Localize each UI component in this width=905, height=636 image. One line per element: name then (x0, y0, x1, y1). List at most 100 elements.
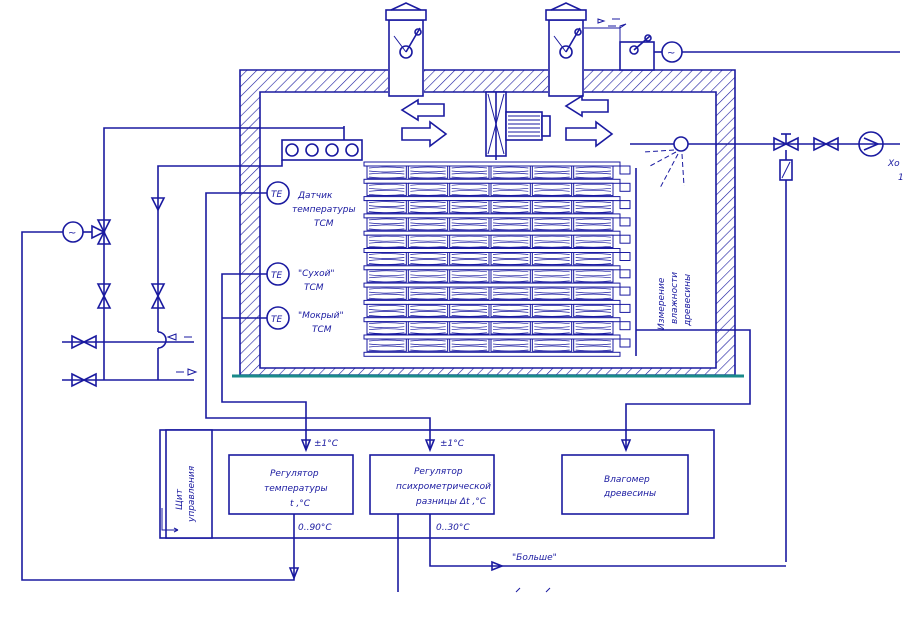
wood-grain (534, 276, 570, 279)
wood-grain (410, 326, 446, 329)
roof-vent-right (545, 2, 587, 97)
wood-grain (368, 205, 405, 207)
wood-grain (451, 345, 488, 348)
wood-grain (368, 297, 405, 300)
wood-grain (492, 276, 529, 279)
wood-grain (410, 259, 446, 261)
wood-grain (534, 172, 570, 175)
wood-grain (534, 245, 570, 248)
wood-grain (534, 259, 570, 261)
wood-grain (368, 166, 405, 169)
wood-grain (575, 263, 612, 265)
wood-grain (451, 201, 488, 203)
wood-grain (575, 166, 612, 169)
wood-grain (492, 332, 529, 335)
moisture-line3: древесины (683, 274, 693, 327)
roof-vent-left (385, 2, 427, 97)
wood-grain (575, 287, 612, 290)
wood-grain (534, 297, 570, 300)
wood-grain (534, 293, 570, 296)
wood-grain (575, 176, 612, 179)
wood-grain (575, 291, 612, 294)
wood-grain (534, 345, 570, 348)
wood-grain (410, 187, 446, 190)
t-sensor-line3: ТСМ (314, 219, 334, 229)
wood-grain (492, 270, 529, 273)
wood-grain (410, 311, 446, 313)
wood-grain (368, 263, 405, 265)
wood-grain (368, 245, 405, 248)
bolshe-label: "Больше" (512, 553, 557, 563)
airflow-arrows (400, 94, 614, 148)
wood-grain (534, 193, 570, 196)
wood-grain (451, 349, 488, 352)
wood-grain (575, 245, 612, 248)
wood-grain (492, 291, 529, 294)
wet-sensor-line1: "Мокрый" (298, 311, 344, 321)
wood-grain (534, 235, 570, 238)
wood-grain (534, 222, 570, 225)
wood-grain (534, 207, 570, 209)
wood-grain (575, 211, 612, 213)
wood-grain (410, 228, 446, 231)
wood-grain (451, 170, 488, 173)
wood-grain (575, 239, 612, 242)
wood-grain (451, 339, 488, 342)
wood-grain (410, 207, 446, 209)
wood-grain (451, 228, 488, 231)
wood-grain (534, 218, 570, 221)
wood-grain (451, 183, 488, 186)
wood-grain (534, 263, 570, 265)
sensor-wet: TE "Мокрый" ТСМ (222, 306, 344, 335)
wood-grain (368, 291, 405, 294)
wood-grain (368, 207, 405, 209)
wood-grain (534, 228, 570, 231)
wood-stack (363, 161, 637, 357)
wood-grain (492, 343, 529, 346)
wood-grain (368, 322, 405, 325)
moisture-probe (619, 286, 631, 296)
wood-grain (575, 315, 612, 317)
wood-grain (410, 297, 446, 300)
wood-grain (451, 291, 488, 294)
control-panel-line2: управления (187, 465, 197, 523)
spray-nozzle (630, 136, 900, 189)
wood-grain (410, 332, 446, 335)
wood-grain (368, 339, 405, 342)
wood-grain (451, 309, 488, 311)
wood-grain (575, 257, 612, 259)
wood-grain (534, 211, 570, 213)
wood-grain (451, 332, 488, 335)
wood-grain (534, 170, 570, 173)
psy-reg-line1: Регулятор (414, 467, 463, 477)
wood-grain (368, 293, 405, 296)
wood-grain (534, 274, 570, 277)
sensor-dry: TE "Сухой" ТСМ (221, 262, 335, 453)
wood-grain (368, 239, 405, 242)
wood-grain (492, 207, 529, 209)
wood-grain (368, 349, 405, 352)
wood-grain (575, 183, 612, 186)
wood-grain (575, 253, 612, 255)
moisture-meter: Влагомер древесины (561, 454, 689, 515)
stack-spacer (363, 178, 621, 184)
wood-grain (492, 339, 529, 342)
stack-spacer (363, 265, 621, 271)
wood-grain (451, 239, 488, 242)
dry-sensor-line1: "Сухой" (298, 269, 335, 279)
stack-spacer (363, 282, 621, 288)
sensor-temperature: TE Датчик температуры ТСМ (205, 181, 436, 453)
wood-grain (368, 170, 405, 173)
wood-grain (410, 322, 446, 325)
wood-grain (492, 193, 529, 196)
wood-grain (492, 228, 529, 231)
stack-spacer (363, 161, 621, 167)
wood-grain (575, 172, 612, 175)
meter-line1: Влагомер (604, 475, 650, 485)
psy-reg-line2: психрометрической (396, 482, 491, 492)
wood-grain (534, 239, 570, 242)
wood-grain (451, 207, 488, 209)
wood-grain (368, 218, 405, 221)
t-sensor-line1: Датчик (297, 191, 333, 201)
wood-grain (492, 235, 529, 238)
